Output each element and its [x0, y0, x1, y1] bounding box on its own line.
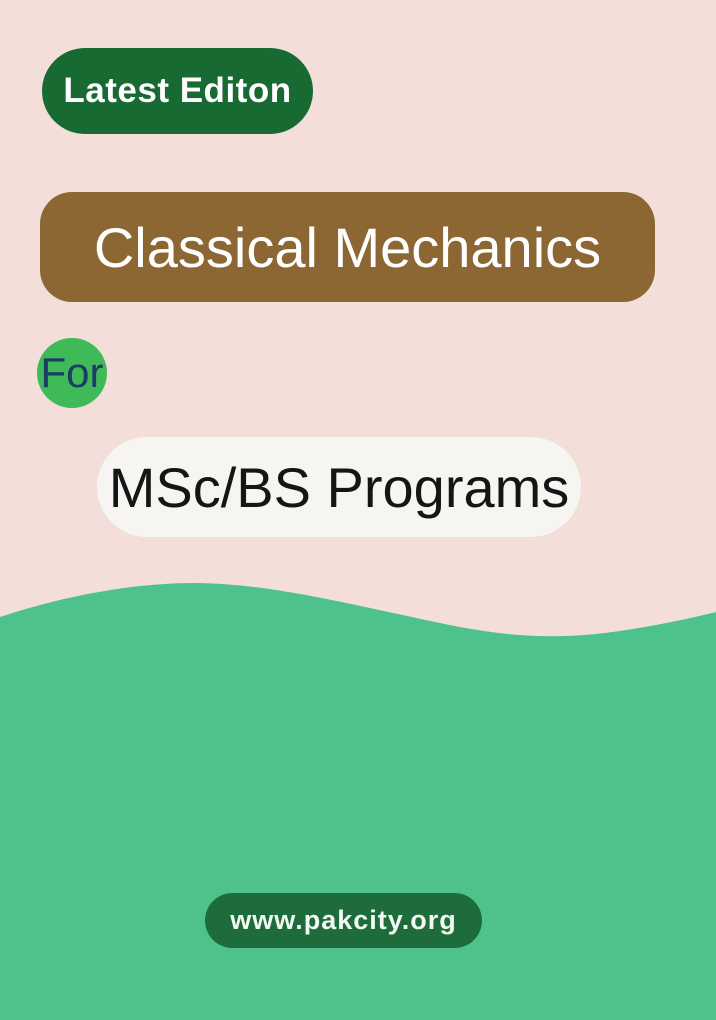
- programs-label: MSc/BS Programs: [108, 455, 570, 519]
- book-title-box: Classical Mechanics: [40, 192, 655, 302]
- latest-edition-label: Latest Editon: [63, 71, 292, 110]
- programs-pill: MSc/BS Programs: [97, 437, 581, 537]
- green-wave-graphic: [0, 555, 716, 1020]
- wave-svg: [0, 583, 716, 1020]
- book-title: Classical Mechanics: [93, 215, 602, 279]
- for-label: For: [40, 349, 104, 396]
- latest-edition-badge: Latest Editon: [42, 48, 313, 134]
- for-circle: For: [37, 338, 107, 408]
- website-url: www.pakcity.org: [230, 905, 457, 935]
- website-pill: www.pakcity.org: [205, 893, 482, 948]
